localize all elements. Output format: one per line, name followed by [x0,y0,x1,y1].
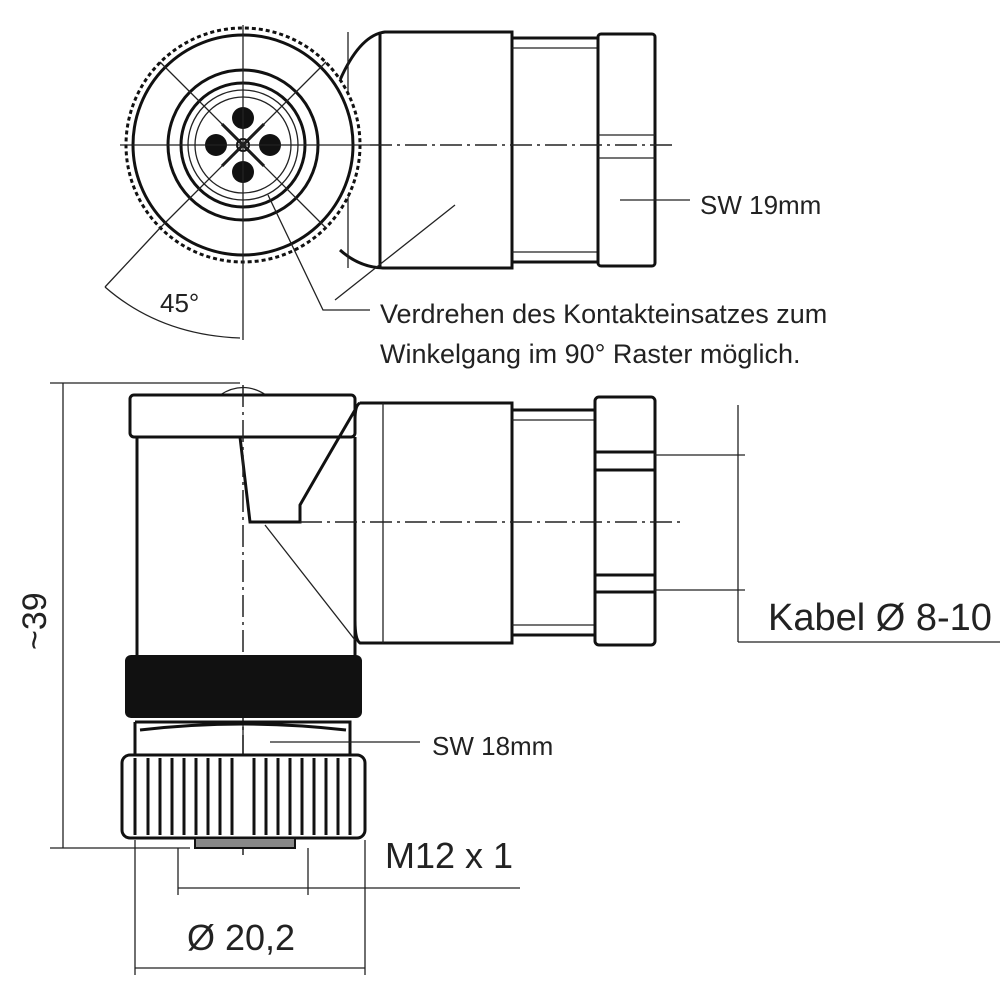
cable-diameter-label: Kabel Ø 8-10 [768,597,992,639]
note-line-1: Verdrehen des Kontakteinsatzes zum [380,299,827,329]
top-body-outline [338,30,514,270]
angle-arc [104,286,241,339]
angle-label: 45° [160,288,199,318]
side-cable-nut [593,395,657,647]
length-dimension: ~39 [16,592,54,650]
diameter-label: Ø 20,2 [187,917,295,958]
top-view: 45° SW 19mm Verdrehen des Kontakteinsatz… [104,25,827,369]
black-knurled-nut [125,655,362,718]
top-neck [510,36,600,264]
sw18-label: SW 18mm [432,731,553,761]
coupling-nut [120,753,367,840]
top-cable-nut [596,32,657,268]
sw19-label: SW 19mm [700,190,821,220]
note-line-2: Winkelgang im 90° Raster möglich. [380,339,800,369]
thread-label: M12 x 1 [385,835,513,876]
side-view: SW 18mm [120,385,680,855]
dimensions: ~39 M12 x 1 Ø 20,2 Kabel Ø 8-10 [16,382,1000,975]
